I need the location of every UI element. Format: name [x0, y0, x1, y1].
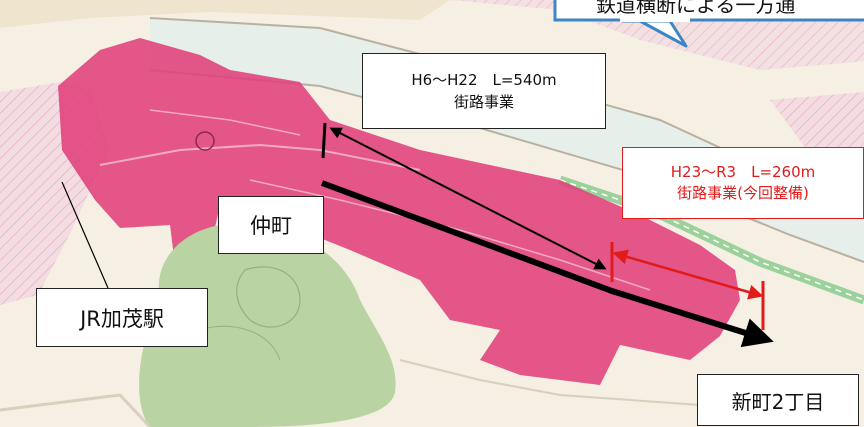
place-label-shinmachi-2chome: 新町2丁目: [697, 374, 859, 426]
callout-bubble: [553, 0, 864, 22]
callout-tail: [620, 18, 690, 48]
dimension-arrow-icon: [329, 127, 607, 270]
park-area: [139, 223, 396, 427]
callout-text: 鉄道横断による一方通: [596, 0, 796, 17]
phase1-period: H6〜H22 L=540m: [411, 71, 557, 89]
phase1-project: 街路事業: [453, 93, 514, 111]
station-leader-line: [61, 181, 109, 289]
phase1-label: H6〜H22 L=540m 街路事業: [362, 53, 606, 129]
phase2-period: H23〜R3 L=260m: [670, 163, 816, 181]
river-band: [150, 18, 864, 262]
phase2-dimension-arrow-icon: [612, 249, 764, 300]
place-label-nakamachi: 仲町: [218, 196, 324, 254]
place-label-jr-kamo-station: JR加茂駅: [36, 288, 208, 347]
phase1-start-tick: [321, 122, 327, 159]
phase2-label: H23〜R3 L=260m 街路事業(今回整備): [622, 147, 864, 219]
phase2-project: 街路事業(今回整備): [677, 184, 809, 202]
